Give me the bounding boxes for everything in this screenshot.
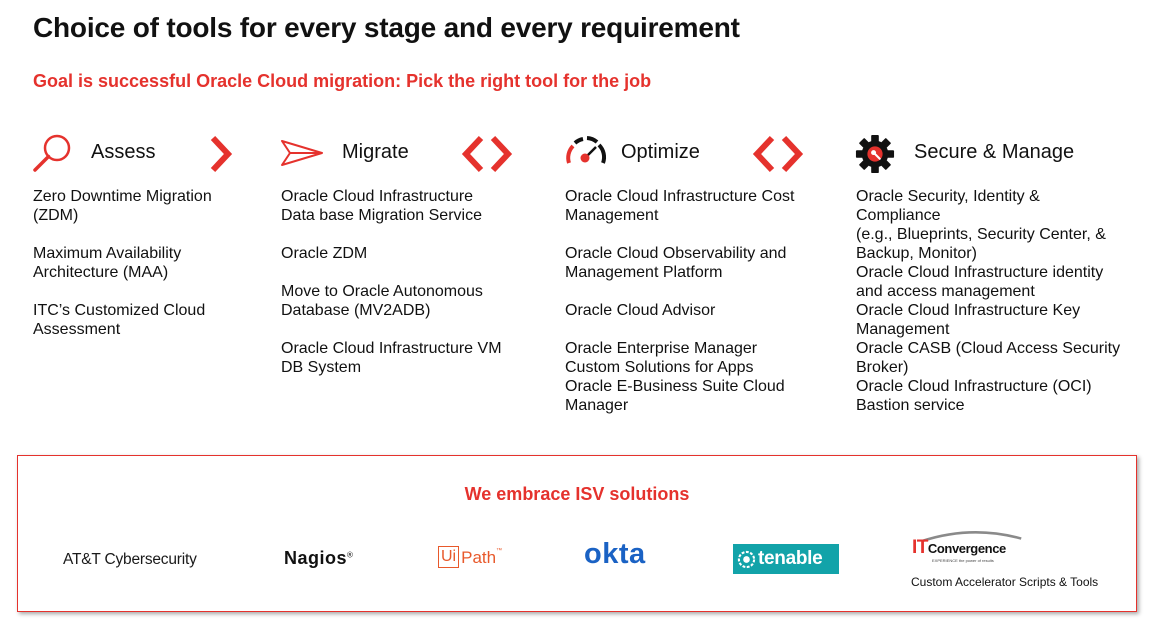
tenable-logo: tenable <box>733 544 839 574</box>
list-item: Zero Downtime Migration (ZDM) <box>33 188 212 224</box>
uipath-path-text: Path <box>461 548 497 567</box>
isv-panel: We embrace ISV solutions AT&T Cybersecur… <box>17 455 1137 612</box>
tenable-mark-icon <box>737 550 756 568</box>
itc-caption: Custom Accelerator Scripts & Tools <box>911 575 1099 589</box>
itconvergence-wordmark: ITConvergence <box>912 537 1006 559</box>
trademark-mark: ™ <box>496 548 503 554</box>
list-item: Oracle Cloud Infrastructure (OCI) Bastio… <box>856 378 1092 414</box>
tenable-wordmark: tenable <box>758 548 823 569</box>
itc-convergence-text: Convergence <box>927 541 1006 556</box>
uipath-logo: Ui Path ™ <box>438 546 502 570</box>
nagios-logo: Nagios® <box>284 548 353 569</box>
uipath-ui-box: Ui <box>438 546 460 568</box>
list-item: Oracle Enterprise Manager Custom Solutio… <box>565 340 758 376</box>
list-item: Move to Oracle Autonomous Database (MV2A… <box>281 283 483 319</box>
stage-items: Oracle Security, Identity & Compliance (… <box>856 187 1121 415</box>
page-subtitle: Goal is successful Oracle Cloud migratio… <box>33 71 652 91</box>
list-item: Oracle Cloud Advisor <box>565 302 716 319</box>
stage-name: Secure & Manage <box>914 141 1075 163</box>
chevron-right-icon <box>210 135 233 173</box>
chevron-left-icon <box>461 135 484 173</box>
paper-plane-icon <box>281 140 323 166</box>
att-cybersecurity-logo: AT&T Cybersecurity <box>63 551 197 568</box>
stage-migrate: Migrate Oracle Cloud Infrastructure Data… <box>281 133 531 376</box>
stage-name: Assess <box>91 141 156 163</box>
stage-name: Migrate <box>342 141 409 163</box>
chevron-left-icon <box>752 135 775 173</box>
nagios-wordmark: Nagios <box>284 548 348 568</box>
list-item: Oracle Cloud Observability and Managemen… <box>565 245 787 281</box>
list-item: Oracle ZDM <box>281 245 368 262</box>
itconvergence-logo: ITConvergence EXPERIENCE the power of re… <box>910 530 1110 570</box>
chevron-right-icon <box>781 135 804 173</box>
stage-header: Migrate <box>281 133 531 175</box>
itconvergence-swoosh-icon <box>921 531 1022 542</box>
list-item: Oracle CASB (Cloud Access Security Broke… <box>856 340 1121 376</box>
magnifier-icon <box>33 134 71 172</box>
stage-name: Optimize <box>621 141 700 163</box>
list-item: Maximum Availability Architecture (MAA) <box>33 245 182 281</box>
list-item: Oracle Cloud Infrastructure Key Manageme… <box>856 302 1081 338</box>
stage-secure-manage: Secure & Manage Oracle Security, Identit… <box>855 133 1126 414</box>
list-item: Oracle Cloud Infrastructure VM DB System <box>281 340 502 376</box>
list-item: Oracle Cloud Infrastructure Data base Mi… <box>281 188 482 224</box>
list-item: (e.g., Blueprints, Security Center, & Ba… <box>856 226 1106 262</box>
registered-mark: ® <box>347 550 353 560</box>
stage-header: Optimize <box>565 133 835 175</box>
list-item: Oracle Security, Identity & Compliance <box>856 188 1040 224</box>
stage-items: Oracle Cloud Infrastructure Cost Managem… <box>565 187 805 415</box>
list-item: Oracle E-Business Suite Cloud Manager <box>565 378 785 414</box>
stage-items: Zero Downtime Migration (ZDM) Maximum Av… <box>33 187 233 358</box>
gear-icon <box>855 134 895 174</box>
list-item: Oracle Cloud Infrastructure identity and… <box>856 264 1104 300</box>
stage-header: Assess <box>33 133 253 175</box>
stage-header: Secure & Manage <box>855 133 1126 175</box>
itc-it-text: IT <box>912 537 928 558</box>
chevron-right-icon <box>490 135 513 173</box>
list-item: ITC’s Customized Cloud Assessment <box>33 302 206 338</box>
stage-items: Oracle Cloud Infrastructure Data base Mi… <box>281 187 511 396</box>
stage-optimize: Optimize Oracle Cloud Infrastructure Cos… <box>565 133 835 414</box>
speedometer-icon <box>566 136 607 164</box>
isv-title: We embrace ISV solutions <box>464 484 690 504</box>
list-item: Oracle Cloud Infrastructure Cost Managem… <box>565 188 795 224</box>
okta-logo: okta <box>584 538 646 570</box>
itc-tagline: EXPERIENCE the power of results <box>932 558 994 563</box>
page-title: Choice of tools for every stage and ever… <box>33 12 740 43</box>
stage-assess: Assess Zero Downtime Migration (ZDM) Max… <box>33 133 253 338</box>
